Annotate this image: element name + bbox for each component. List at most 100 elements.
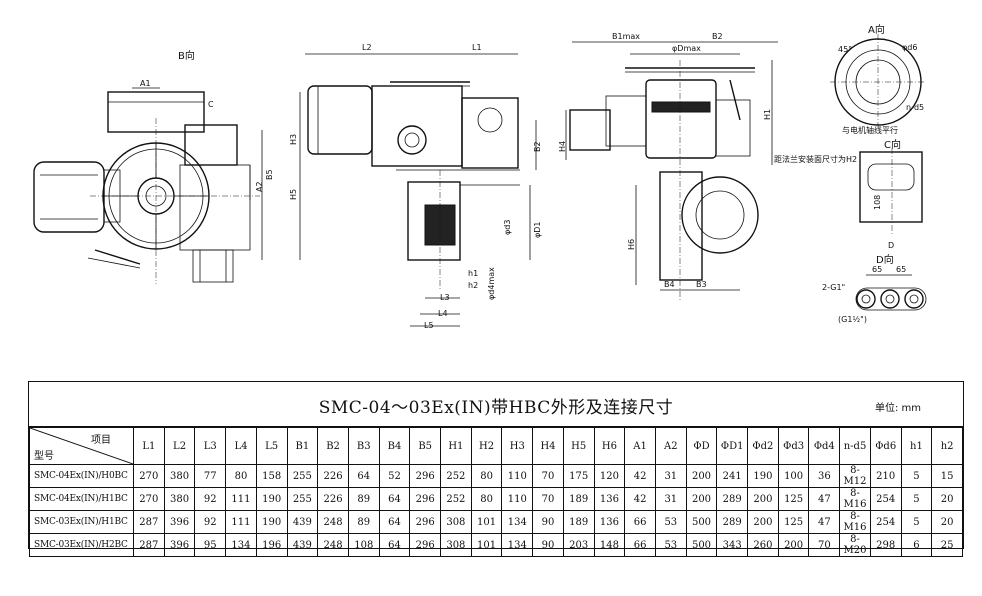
dim-b5: B5 [265, 169, 274, 180]
corner-model-label: 型号 [34, 451, 54, 462]
value-cell: 439 [286, 533, 319, 557]
value-cell: 95 [194, 533, 227, 557]
value-cell: 64 [378, 487, 411, 511]
value-cell: 500 [685, 510, 718, 534]
view-side: L2 L1 H3 H5 B2 φd3 φD1 h1 h2 φd4max L3 [289, 43, 542, 330]
value-cell: 296 [409, 487, 442, 511]
column-header: L2 [163, 427, 196, 465]
value-cell: 15 [931, 464, 963, 488]
dim-phi-d1: φD1 [533, 221, 542, 238]
front-motor [569, 109, 611, 151]
column-header: n-d5 [839, 427, 871, 465]
column-header: H3 [501, 427, 534, 465]
value-cell: 70 [808, 533, 841, 557]
value-cell: 196 [255, 533, 288, 557]
value-cell: 92 [194, 510, 227, 534]
value-cell: 252 [440, 464, 472, 488]
value-cell: 203 [562, 533, 595, 557]
side-body [371, 85, 463, 167]
motor-body [33, 161, 105, 233]
value-cell: 226 [317, 487, 349, 511]
value-cell: 5 [900, 510, 933, 534]
dim-a2: A2 [255, 181, 264, 192]
value-cell: 296 [409, 533, 442, 557]
value-cell: 254 [869, 487, 902, 511]
column-header: Φd4 [808, 427, 841, 465]
value-cell: 125 [777, 510, 810, 534]
port-middle [880, 289, 900, 309]
dim-h3: H3 [289, 134, 298, 145]
view-b-label: B向 [178, 49, 195, 62]
value-cell: 200 [777, 533, 810, 557]
value-cell: 287 [133, 533, 165, 557]
column-header: L1 [133, 427, 165, 465]
value-cell: 52 [378, 464, 411, 488]
column-header: h2 [931, 427, 963, 465]
value-cell: 101 [470, 533, 503, 557]
value-cell: 90 [532, 510, 564, 534]
view-d: D向 65 65 2-G1" (G1½") [822, 253, 927, 324]
model-cell: SMC-03Ex(IN)/H2BC [29, 533, 134, 557]
spec-table: SMC-04～03Ex(IN)带HBC外形及连接尺寸 单位: mm 项目 型号 … [28, 381, 964, 557]
value-cell: 120 [593, 464, 626, 488]
value-cell: 248 [317, 533, 349, 557]
value-cell: 270 [133, 487, 165, 511]
value-cell: 296 [409, 510, 442, 534]
dim-l3: L3 [440, 293, 450, 302]
value-cell: 252 [440, 487, 472, 511]
value-cell: 42 [624, 487, 656, 511]
value-cell: 125 [777, 487, 810, 511]
value-cell: 66 [624, 510, 656, 534]
gearbox-block [184, 124, 238, 166]
dim-45: 45° [838, 45, 852, 54]
dim-b1max: B1max [612, 32, 640, 41]
column-header: B4 [378, 427, 411, 465]
table-title: SMC-04～03Ex(IN)带HBC外形及连接尺寸 [318, 398, 674, 418]
column-header: L3 [194, 427, 227, 465]
dim-phi-d4: φd4max [487, 267, 496, 300]
dim-phi-d3: φd3 [503, 220, 512, 235]
table-title-bar: SMC-04～03Ex(IN)带HBC外形及连接尺寸 单位: mm [29, 382, 963, 427]
view-front: B1max B2 φDmax B4 B3 H4 H1 H6 距法兰安装面尺寸为H… [558, 32, 857, 300]
flange-note: 距法兰安装面尺寸为H2 [774, 154, 857, 164]
value-cell: 8-M12 [839, 464, 871, 488]
value-cell: 189 [562, 510, 595, 534]
model-cell: SMC-03Ex(IN)/H1BC [29, 510, 134, 534]
value-cell: 380 [163, 464, 196, 488]
motor-note: 与电机轴线平行 [842, 125, 898, 135]
value-cell: 289 [716, 510, 749, 534]
column-header: A2 [654, 427, 687, 465]
view-b: B向 A1 C B5 A2 [33, 49, 274, 284]
value-cell: 47 [808, 487, 841, 511]
view-c: C向 108 D [859, 138, 923, 250]
value-cell: 343 [716, 533, 749, 557]
value-cell: 36 [808, 464, 841, 488]
value-cell: 31 [654, 464, 687, 488]
value-cell: 92 [194, 487, 227, 511]
value-cell: 8-M16 [839, 487, 871, 511]
value-cell: 64 [378, 510, 411, 534]
value-cell: 80 [470, 487, 503, 511]
dim-phi-dmax: φDmax [672, 44, 701, 53]
value-cell: 5 [900, 464, 933, 488]
value-cell: 20 [931, 487, 963, 511]
value-cell: 248 [317, 510, 349, 534]
side-terminal-box [461, 97, 519, 169]
value-cell: 80 [470, 464, 503, 488]
value-cell: 89 [347, 487, 380, 511]
front-lower [659, 171, 703, 281]
dim-l2: L2 [362, 43, 372, 52]
value-cell: 89 [347, 510, 380, 534]
value-cell: 200 [685, 487, 718, 511]
column-header: Φd3 [777, 427, 810, 465]
value-cell: 189 [562, 487, 595, 511]
dim-n-d5: n-d5 [906, 103, 924, 112]
value-cell: 308 [440, 510, 472, 534]
value-cell: 8-M20 [839, 533, 871, 557]
value-cell: 6 [900, 533, 933, 557]
value-cell: 200 [685, 464, 718, 488]
column-header: B1 [286, 427, 319, 465]
dim-b3: B3 [696, 280, 707, 289]
